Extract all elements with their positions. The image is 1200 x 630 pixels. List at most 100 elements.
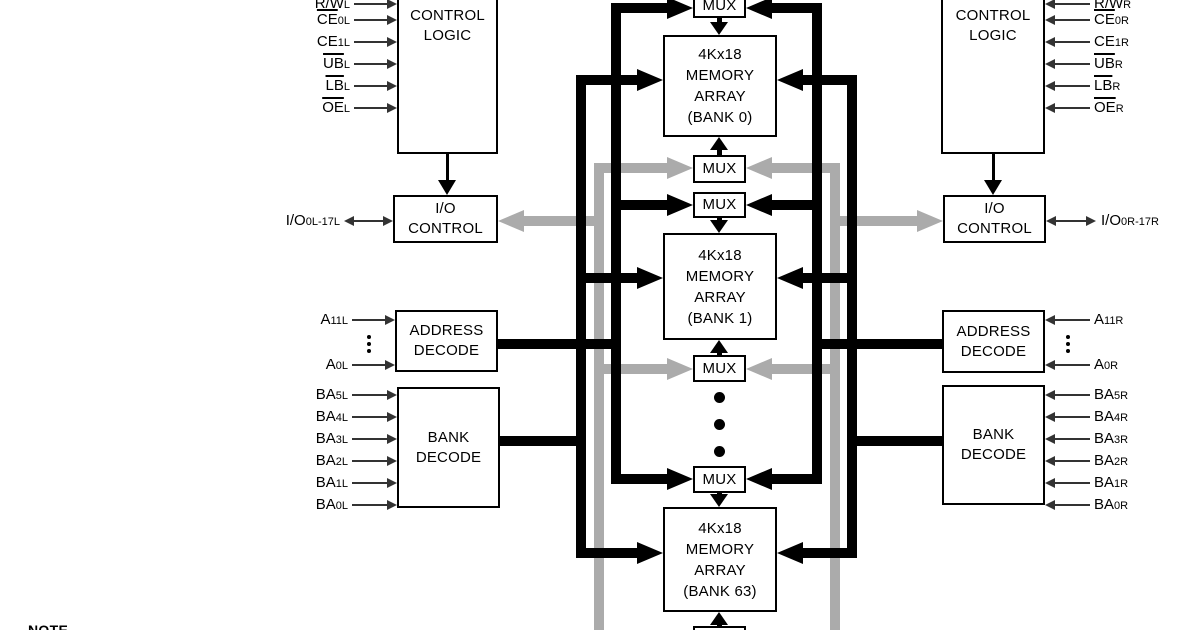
signal-arrowhead (387, 81, 397, 91)
signal-text: BA (315, 452, 336, 469)
bus-arrow-shaft (594, 364, 669, 374)
signal-line (352, 220, 385, 222)
signal-arrowhead (385, 315, 395, 325)
bus-arrowhead (667, 358, 693, 380)
bus-arrow-shaft (770, 364, 840, 374)
bus-arrowhead (667, 0, 693, 19)
signal-text: BA (1094, 474, 1115, 491)
signal-subscript: 3L (335, 434, 348, 446)
bus-arrow-shaft (576, 75, 639, 85)
bus-arrowhead (637, 69, 663, 91)
mux-box: MUX (693, 155, 746, 183)
mux-box: MUX (693, 355, 746, 382)
mux-label: MUX (702, 359, 737, 377)
signal-arrowhead (1045, 456, 1055, 466)
signal-text: BA (315, 386, 336, 403)
signal-label: CE1R (1094, 31, 1200, 53)
signal-subscript: 0R (1114, 15, 1129, 27)
mux-label: MUX (702, 196, 737, 213)
signal-label: BA3R (1094, 428, 1200, 450)
signal-line (352, 394, 389, 396)
signal-subscript: 3R (1114, 434, 1129, 446)
signal-text-overline: W (329, 0, 344, 12)
box-label-line: ADDRESS (409, 322, 484, 339)
signal-arrowhead (1045, 500, 1055, 510)
address-bus-right (812, 3, 822, 484)
signal-arrowhead (1045, 478, 1055, 488)
signal-text: R/ (1094, 0, 1109, 12)
bus-arrow-shaft (770, 3, 822, 13)
bus-arrow-shaft (611, 3, 669, 13)
signal-arrowhead (1045, 412, 1055, 422)
signal-subscript: R (1123, 0, 1132, 11)
ellipsis-dot (367, 349, 371, 353)
signal-arrowhead (1045, 360, 1055, 370)
signal-subscript: 4R (1114, 412, 1129, 424)
signal-line (352, 319, 387, 321)
bus-arrowhead (746, 157, 772, 179)
signal-subscript: R (1114, 59, 1123, 71)
signal-arrowhead (1086, 216, 1096, 226)
signal-arrowhead (387, 103, 397, 113)
signal-text: A (325, 356, 336, 373)
signal-arrowhead (387, 59, 397, 69)
bus-arrow-shaft (522, 216, 604, 226)
signal-label: R/WR (1094, 0, 1200, 15)
signal-text-overline: OE (1094, 99, 1116, 116)
signal-line (1053, 482, 1090, 484)
ellipsis-dot (1066, 342, 1070, 346)
signal-text-overline: OE (322, 99, 344, 116)
signal-arrowhead (387, 0, 397, 9)
box-label-line: BANK (427, 428, 470, 446)
signal-text: BA (1094, 452, 1115, 469)
bus-arrow-shaft (801, 273, 857, 283)
signal-label: CE0L (230, 9, 350, 31)
signal-text: BA (315, 408, 336, 425)
mux-label: MUX (702, 160, 737, 177)
signal-line (1053, 504, 1090, 506)
box-label-line: DECODE (960, 446, 1027, 463)
io-control-box-right: I/O CONTROL (943, 195, 1046, 243)
signal-text: BA (1094, 386, 1115, 403)
signal-label: BA5L (228, 384, 348, 406)
signal-text-overline: W (1109, 0, 1124, 12)
signal-label: UBR (1094, 53, 1200, 75)
signal-label: BA4L (228, 406, 348, 428)
array-from-mux-arrow-shaft (717, 148, 722, 155)
bus-arrow-shaft (770, 200, 822, 210)
signal-line (1053, 63, 1090, 65)
signal-label: BA1R (1094, 472, 1200, 494)
signal-line (1053, 394, 1090, 396)
address-bus-left (611, 3, 621, 484)
bus-arrow-shaft (770, 474, 822, 484)
signal-arrowhead (1045, 434, 1055, 444)
mux-to-array-arrowhead (710, 220, 728, 233)
address-decode-label-left: ADDRESS DECODE (410, 321, 484, 361)
signal-line (1053, 460, 1090, 462)
bus-arrowhead (667, 194, 693, 216)
box-label-line: I/O (435, 200, 456, 217)
signal-label: BA1L (228, 472, 348, 494)
signal-text-overline: UB (323, 55, 344, 72)
signal-label: R/WL (230, 0, 350, 15)
control-to-io-arrowhead (984, 180, 1002, 195)
bank-ellipsis-dot (714, 419, 725, 430)
signal-arrowhead (385, 360, 395, 370)
bus-arrowhead (777, 542, 803, 564)
bank-decode-connector-left (500, 436, 586, 446)
signal-text: BA (315, 496, 336, 513)
signal-line (354, 3, 389, 5)
signal-line (1054, 220, 1088, 222)
signal-label: OER (1094, 97, 1200, 119)
signal-label: A11L (228, 309, 348, 331)
box-label-line: CONTROL (957, 220, 1032, 237)
ellipsis-dot (367, 335, 371, 339)
array-from-mux-arrowhead (710, 612, 728, 625)
signal-arrowhead (1045, 15, 1055, 25)
signal-arrowhead (1045, 81, 1055, 91)
bus-arrowhead (498, 210, 524, 232)
bank-decode-box-right: BANK DECODE (942, 385, 1045, 505)
bus-arrow-shaft (576, 548, 639, 558)
